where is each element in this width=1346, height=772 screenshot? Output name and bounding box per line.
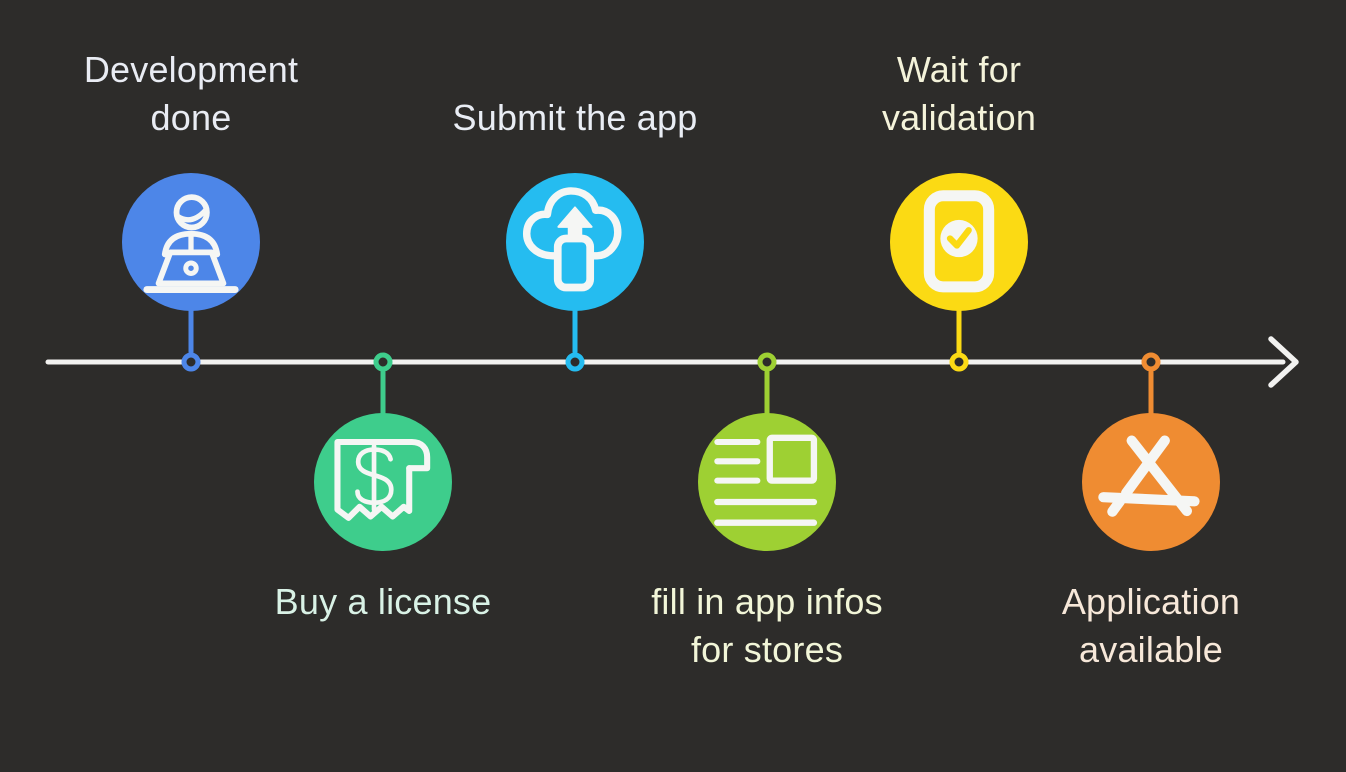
node-ring xyxy=(565,352,585,372)
node-label: Development done xyxy=(83,49,299,138)
node-ring xyxy=(949,352,969,372)
node-circle xyxy=(1082,413,1220,551)
node-circle xyxy=(506,173,644,311)
app-store-icon xyxy=(1098,435,1200,517)
developer-at-laptop-icon xyxy=(143,194,239,294)
cloud-upload-phone-icon xyxy=(522,187,622,292)
node-circle xyxy=(122,173,260,311)
node-label: Application available xyxy=(1061,581,1241,670)
node-ring xyxy=(181,352,201,372)
timeline-arrowhead-icon xyxy=(1268,336,1299,388)
node-ring xyxy=(757,352,777,372)
node-label: Submit the app xyxy=(452,97,698,138)
app-info-form-icon xyxy=(714,434,818,526)
node-ring xyxy=(1141,352,1161,372)
node-label: Wait for validation xyxy=(881,49,1037,138)
node-circle xyxy=(698,413,836,551)
node-label: Buy a license xyxy=(274,581,492,622)
node-circle xyxy=(890,173,1028,311)
node-circle xyxy=(314,413,452,551)
phone-check-icon xyxy=(923,190,995,293)
node-ring xyxy=(373,352,393,372)
receipt-dollar-icon xyxy=(334,438,431,521)
node-label: fill in app infos for stores xyxy=(651,581,883,670)
